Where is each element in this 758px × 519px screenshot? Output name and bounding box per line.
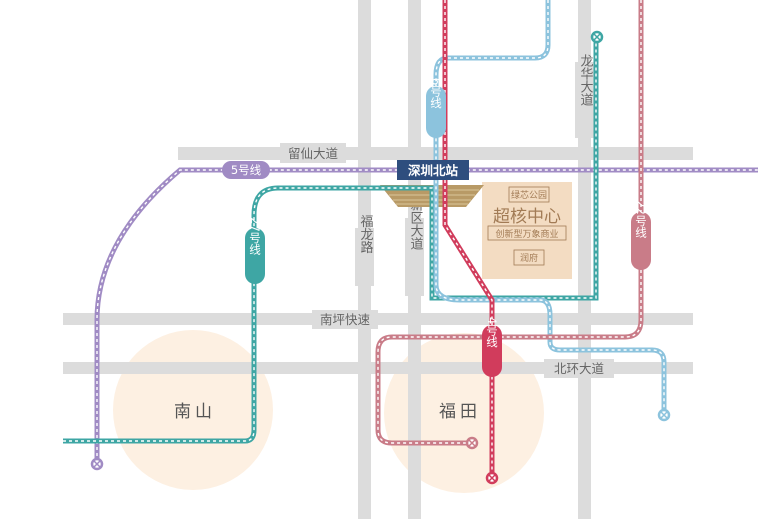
svg-text:深圳北站: 深圳北站 xyxy=(408,163,459,178)
terminal-line27-icon xyxy=(590,30,604,44)
district-label-nanshan: 南山 xyxy=(174,402,216,422)
terminal-line4-icon xyxy=(485,471,499,485)
terminal-line6-icon xyxy=(657,408,671,422)
road-label-bg-longhua xyxy=(575,62,594,138)
metro-line-5 xyxy=(94,167,758,462)
metro-line-22 xyxy=(375,0,644,446)
line-label-4: 4号线 xyxy=(482,317,502,377)
svg-text:22号线: 22号线 xyxy=(634,200,648,238)
line-label-6: 6号线 xyxy=(426,78,446,138)
line-label-22: 22号线 xyxy=(631,200,651,270)
road-label-nanping: 南坪快速 xyxy=(320,312,371,327)
project-subtitle-top: 绿芯公园 xyxy=(511,189,547,201)
terminal-line22-icon xyxy=(465,436,479,450)
line-label-27: 27号线 xyxy=(245,217,265,284)
terminal-line5-icon xyxy=(90,457,104,471)
metro-line-27 xyxy=(63,38,599,444)
project-tag: 润府 xyxy=(520,252,538,264)
project-subtitle-top-box xyxy=(508,186,550,203)
project-subtitle: 创新型万象商业 xyxy=(495,228,558,240)
road-label-bg-beihuan xyxy=(544,359,614,378)
road-label-xinqu: 新区大道 xyxy=(408,197,424,250)
road-label-longhua: 龙华大道 xyxy=(578,54,594,106)
road-label-bg-nanping xyxy=(312,310,378,329)
svg-text:5号线: 5号线 xyxy=(231,163,262,177)
road-label-bg-fulong xyxy=(355,228,374,286)
line-label-5: 5号线 xyxy=(222,161,270,179)
district-label-futian: 福田 xyxy=(439,402,481,422)
road-label-beihuan: 北环大道 xyxy=(554,361,605,376)
svg-text:4号线: 4号线 xyxy=(485,317,499,347)
road-label-bg-xinqu xyxy=(405,218,424,296)
station-shenzhen-north: 深圳北站 xyxy=(397,160,469,180)
project-title: 超核中心 xyxy=(493,207,561,227)
svg-text:6号线: 6号线 xyxy=(429,78,443,108)
road-label-liuxian: 留仙大道 xyxy=(288,146,339,161)
road-label-bg-liuxian xyxy=(280,143,346,163)
svg-text:27号线: 27号线 xyxy=(248,217,262,255)
metro-line-6 xyxy=(433,0,667,415)
road-label-fulong: 福龙路 xyxy=(358,215,374,254)
project-block xyxy=(482,182,572,279)
project-subtitle-box xyxy=(487,225,567,241)
project-tag-box xyxy=(513,249,545,266)
